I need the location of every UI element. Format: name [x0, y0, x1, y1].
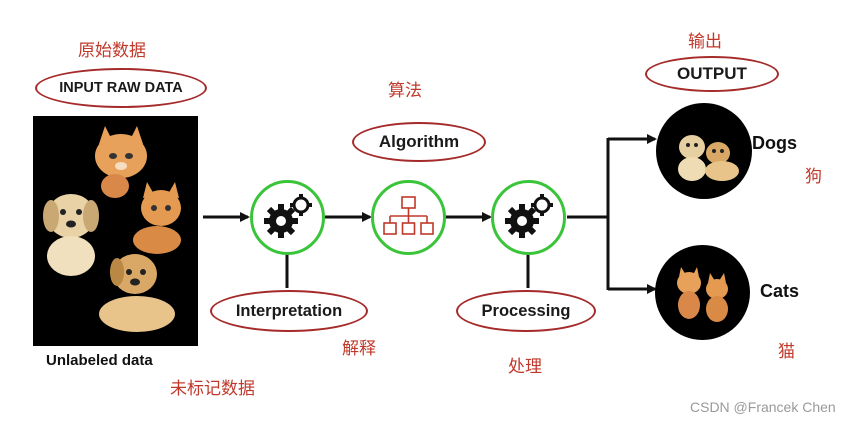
cats-icon — [677, 267, 728, 322]
output-label: OUTPUT — [677, 64, 747, 83]
unlabeled-data-image — [33, 116, 198, 346]
dogs-label: Dogs — [752, 133, 797, 153]
dogs-label-zh: 狗 — [805, 167, 822, 187]
kitten-top-icon — [95, 126, 147, 198]
hierarchy-icon — [383, 196, 434, 235]
gears-icon — [264, 194, 312, 238]
interpretation-label-zh: 解释 — [342, 339, 376, 359]
puppy-left-icon — [43, 194, 99, 276]
cats-label: Cats — [760, 281, 800, 301]
interpretation-label: Interpretation — [235, 301, 343, 320]
input-raw-data-label: INPUT RAW DATA — [59, 80, 183, 96]
animals-illustration — [43, 126, 181, 332]
processing-pill: Processing — [456, 290, 596, 332]
dog-bottom-icon — [99, 254, 175, 332]
cats-output-circle — [655, 245, 750, 340]
output-label-zh: 输出 — [688, 32, 722, 52]
processing-label-zh: 处理 — [508, 357, 542, 377]
input-raw-data-pill: INPUT RAW DATA — [35, 68, 207, 108]
dogs-output-circle — [656, 103, 752, 199]
algorithm-label: Algorithm — [378, 132, 460, 151]
algorithm-label-zh: 算法 — [388, 81, 422, 101]
output-pill: OUTPUT — [645, 56, 779, 92]
unlabeled-data-caption: Unlabeled data — [46, 352, 153, 369]
algorithm-circle — [371, 180, 446, 255]
gears-icon — [505, 194, 553, 238]
interpretation-circle — [250, 180, 325, 255]
interpretation-pill: Interpretation — [210, 290, 368, 332]
cats-label-zh: 猫 — [778, 342, 795, 362]
processing-label: Processing — [481, 301, 571, 320]
unlabeled-data-caption-zh: 未标记数据 — [170, 379, 255, 399]
kitten-right-icon — [133, 182, 181, 254]
input-label-zh: 原始数据 — [78, 41, 146, 61]
dogs-icon — [678, 135, 739, 181]
processing-circle — [491, 180, 566, 255]
algorithm-pill: Algorithm — [352, 122, 486, 162]
watermark: CSDN @Francek Chen — [690, 399, 836, 415]
